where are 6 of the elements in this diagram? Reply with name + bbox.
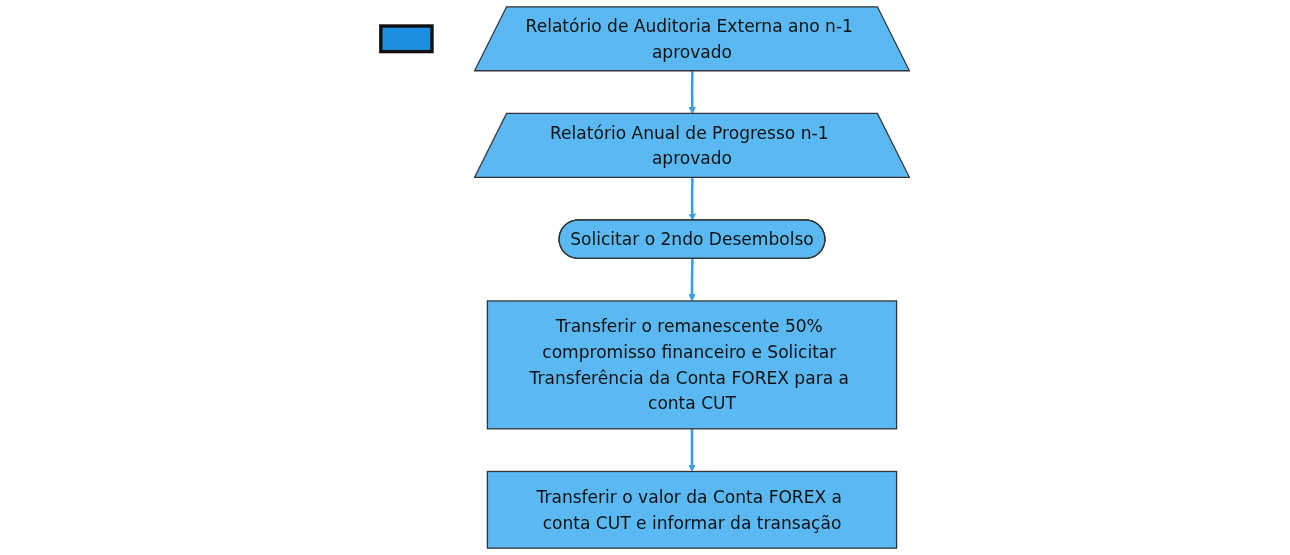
node-box xyxy=(379,24,434,54)
node-box: Transferir o remanescente 50% compromisso financeiro e Solicitar Transferência da Conta FOREX para a conta CUT xyxy=(486,300,898,430)
node-box: Transferir o valor da Conta FOREX a conta CUT e informar da transação xyxy=(486,470,898,549)
arrow xyxy=(688,177,696,221)
arrow xyxy=(688,258,696,302)
arrow xyxy=(688,428,696,472)
